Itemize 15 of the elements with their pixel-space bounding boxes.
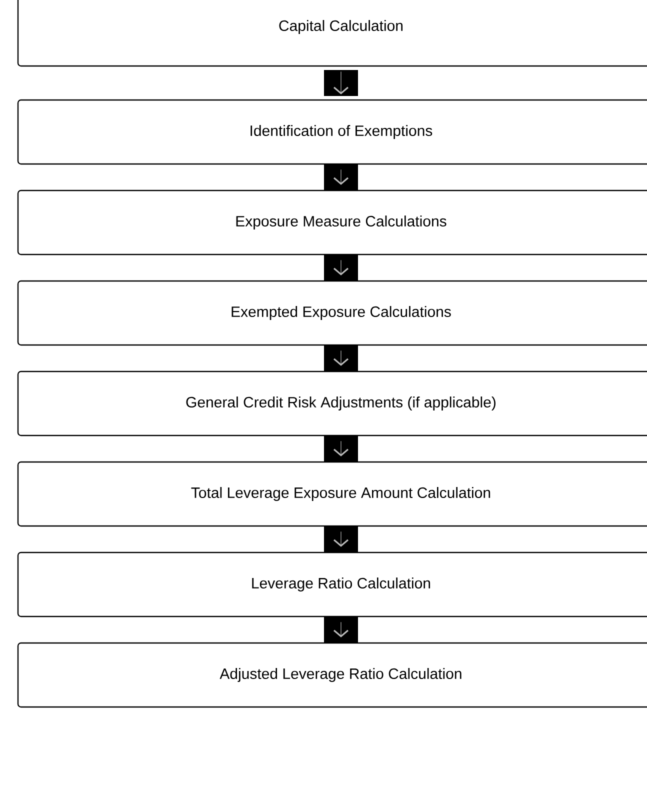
process-box: Leverage Ratio Calculation [17, 552, 647, 618]
process-box: Exempted Exposure Calculations [17, 280, 647, 346]
arrow [324, 526, 358, 552]
process-box: Exposure Measure Calculations [17, 190, 647, 256]
process-box: Identification of Exemptions [17, 99, 647, 165]
process-box: Total Leverage Exposure Amount Calculation [17, 461, 647, 527]
process-box: Adjusted Leverage Ratio Calculation [17, 642, 647, 708]
arrow [324, 254, 358, 281]
arrow [324, 345, 358, 372]
process-box: General Credit Risk Adjustments (if applicable) [17, 370, 647, 436]
arrow [324, 70, 358, 96]
arrow [324, 164, 358, 190]
process-box: Capital Calculation [17, 0, 647, 67]
arrow [324, 616, 358, 643]
arrow [324, 436, 358, 462]
